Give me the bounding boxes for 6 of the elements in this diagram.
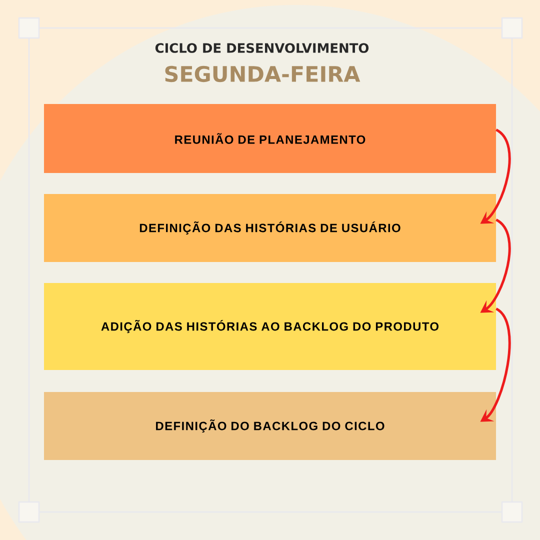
title: CICLO DE DESENVOLVIMENTO [155, 43, 369, 53]
step-box: REUNIÃO DE PLANEJAMENTO [44, 104, 496, 173]
step-box: ADIÇÃO DAS HISTÓRIAS AO BACKLOG DO PRODUTO [44, 283, 496, 370]
subtitle: SEGUNDA-FEIRA [165, 66, 360, 82]
step-box: DEFINIÇÃO DAS HISTÓRIAS DE USUÁRIO [44, 194, 496, 262]
step-box: DEFINIÇÃO DO BACKLOG DO CICLO [44, 392, 496, 460]
